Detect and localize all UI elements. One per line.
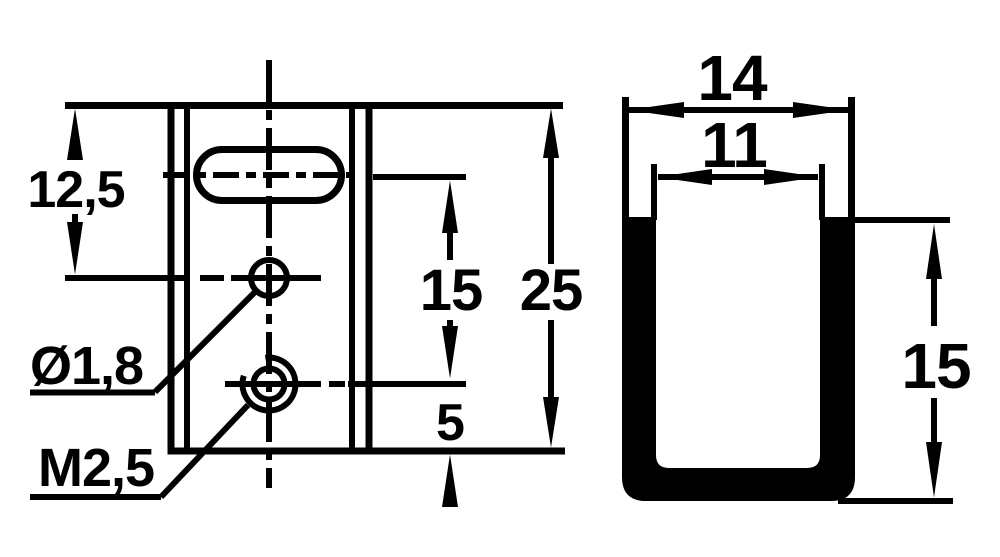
label-pilot-hole-diameter: Ø1,8 — [30, 336, 143, 396]
dimension-11: 11 — [657, 109, 819, 185]
dimension-15-side: 15 — [838, 217, 972, 504]
arrowhead-up — [442, 180, 458, 233]
arrowhead-down — [442, 326, 458, 379]
dim-label-12-5: 12,5 — [27, 161, 124, 219]
arrowhead-right — [764, 169, 819, 185]
dimension-25: 25 — [520, 108, 583, 448]
dim-label-15: 15 — [420, 258, 483, 323]
dimension-5: 5 — [436, 394, 465, 507]
dim-label-11: 11 — [701, 109, 767, 181]
side-view: 14 11 15 — [622, 42, 972, 504]
arrowhead-right — [793, 102, 849, 118]
dimension-14: 14 — [628, 42, 849, 118]
callout-thread: M2,5 — [30, 402, 251, 500]
arrowhead-up — [543, 108, 559, 158]
front-view: 12,5 15 5 25 Ø1,8 — [27, 60, 583, 507]
dimension-15-front: 15 — [420, 180, 483, 379]
arrowhead-left — [657, 169, 712, 185]
dim-label-14: 14 — [697, 42, 768, 114]
arrowhead-up-outside — [442, 454, 458, 507]
thread-arc — [239, 354, 299, 414]
leader-line — [152, 288, 259, 395]
dim-label-5: 5 — [436, 394, 464, 452]
dimension-12-5: 12,5 — [27, 108, 126, 275]
dim-label-15-side: 15 — [901, 330, 970, 402]
dim-label-25: 25 — [520, 258, 583, 323]
arrowhead-down — [543, 397, 559, 448]
u-profile-section — [622, 217, 855, 501]
arrowhead-down — [926, 442, 942, 498]
callout-pilot-hole: Ø1,8 — [30, 288, 259, 396]
leader-line — [158, 402, 251, 500]
arrowhead-left — [628, 102, 684, 118]
label-thread-size: M2,5 — [38, 438, 154, 498]
arrowhead-up — [67, 108, 83, 160]
arrowhead-up — [926, 224, 942, 279]
arrowhead-down — [67, 222, 83, 275]
